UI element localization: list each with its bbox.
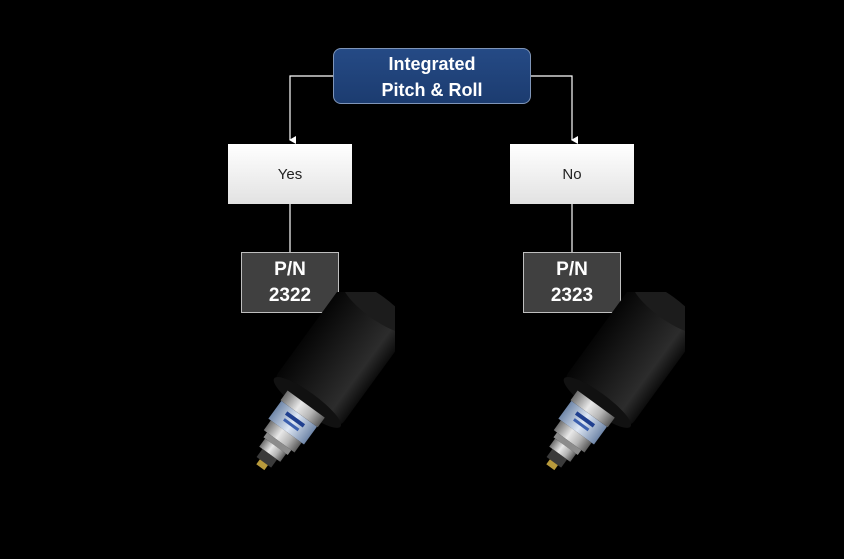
part-number-label: P/N (274, 259, 306, 280)
root-node-line1: Integrated (388, 54, 476, 74)
sensor-image-2322 (256, 292, 395, 471)
connector-to-no (531, 75, 578, 144)
part-number-node-2322: P/N 2322 (241, 252, 339, 313)
part-number-label: P/N (556, 259, 588, 280)
sensor-image-2323 (546, 292, 685, 471)
connector-to-yes (289, 75, 333, 144)
part-number-node-2323: P/N 2323 (523, 252, 621, 313)
answer-node-no: No (510, 144, 634, 204)
answer-node-yes: Yes (228, 144, 352, 204)
part-number-value: 2322 (268, 285, 312, 306)
root-node-integrated-pitch-roll: Integrated Pitch & Roll (333, 48, 531, 104)
root-node-line2: Pitch & Roll (381, 80, 483, 100)
part-number-value: 2323 (550, 285, 594, 306)
